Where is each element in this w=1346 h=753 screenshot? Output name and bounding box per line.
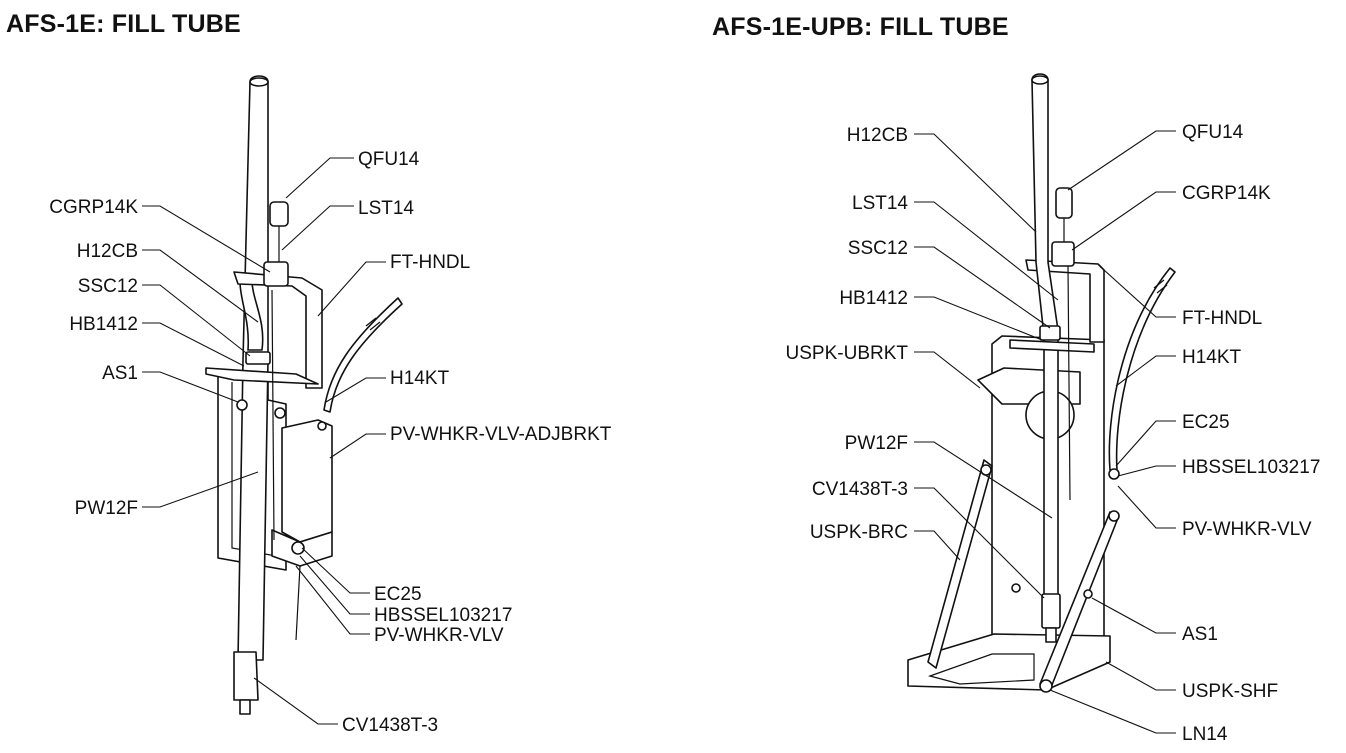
right-part-labels: QFU14 H12CB CGRP14K LST14 SSC12 HB1412 F… <box>786 122 1321 745</box>
left-label-hb1412: HB1412 <box>69 314 138 335</box>
right-label-h14kt: H14KT <box>1182 347 1242 368</box>
right-label-cv1438t3: CV1438T-3 <box>812 479 908 500</box>
left-assembly-drawing <box>205 75 403 715</box>
right-label-h12cb: H12CB <box>847 125 908 146</box>
left-label-pv-vlv: PV-WHKR-VLV <box>374 625 504 646</box>
left-label-cgrp14k: CGRP14K <box>49 197 138 218</box>
left-label-pw12f: PW12F <box>75 498 138 519</box>
left-vent-hose <box>323 297 403 413</box>
right-label-as1: AS1 <box>1182 624 1218 645</box>
left-label-h12cb: H12CB <box>77 241 138 262</box>
left-label-ft-hndl: FT-HNDL <box>390 252 470 273</box>
left-fill-tube <box>237 75 269 661</box>
right-check-valve <box>1041 593 1061 629</box>
left-check-valve <box>233 651 259 701</box>
left-label-as1: AS1 <box>102 363 138 384</box>
left-valve-box <box>281 419 333 543</box>
right-label-lst14: LST14 <box>852 193 908 214</box>
left-label-cv1438t3: CV1438T-3 <box>342 715 438 736</box>
left-label-h14kt: H14KT <box>390 368 450 389</box>
left-label-qfu14: QFU14 <box>358 149 420 170</box>
right-label-hb1412: HB1412 <box>839 288 908 309</box>
left-label-ec25: EC25 <box>374 584 422 605</box>
right-label-uspk-shf: USPK-SHF <box>1182 681 1278 702</box>
left-handle <box>233 271 323 389</box>
right-vent-hose <box>1108 267 1176 471</box>
right-label-pw12f: PW12F <box>845 433 908 454</box>
right-assembly-drawing <box>907 73 1176 693</box>
left-leader-lines <box>142 157 386 725</box>
left-part-labels: QFU14 CGRP14K LST14 H12CB FT-HNDL SSC12 … <box>49 149 611 736</box>
right-diagram-title: AFS-1E-UPB: FILL TUBE <box>712 13 1009 41</box>
left-label-pv-adjbrkt: PV-WHKR-VLV-ADJBRKT <box>390 424 612 445</box>
right-label-qfu14: QFU14 <box>1182 122 1244 143</box>
right-label-ec25: EC25 <box>1182 412 1230 433</box>
right-label-ln14: LN14 <box>1182 724 1228 745</box>
right-label-uspk-ubrkt: USPK-UBRKT <box>786 343 909 364</box>
right-label-cgrp14k: CGRP14K <box>1182 183 1271 204</box>
left-label-ssc12: SSC12 <box>78 276 138 297</box>
right-label-hbssel: HBSSEL103217 <box>1182 457 1320 478</box>
left-label-hbssel: HBSSEL103217 <box>374 605 512 626</box>
right-label-pv-vlv: PV-WHKR-VLV <box>1182 519 1312 540</box>
left-diagram-title: AFS-1E: FILL TUBE <box>6 10 241 38</box>
right-label-ssc12: SSC12 <box>848 238 908 259</box>
right-label-uspk-brc: USPK-BRC <box>810 522 908 543</box>
right-label-ft-hndl: FT-HNDL <box>1182 308 1262 329</box>
right-left-brace <box>927 459 993 669</box>
left-handle-plate <box>205 367 319 385</box>
left-label-lst14: LST14 <box>358 198 414 219</box>
right-leader-lines <box>914 130 1176 734</box>
